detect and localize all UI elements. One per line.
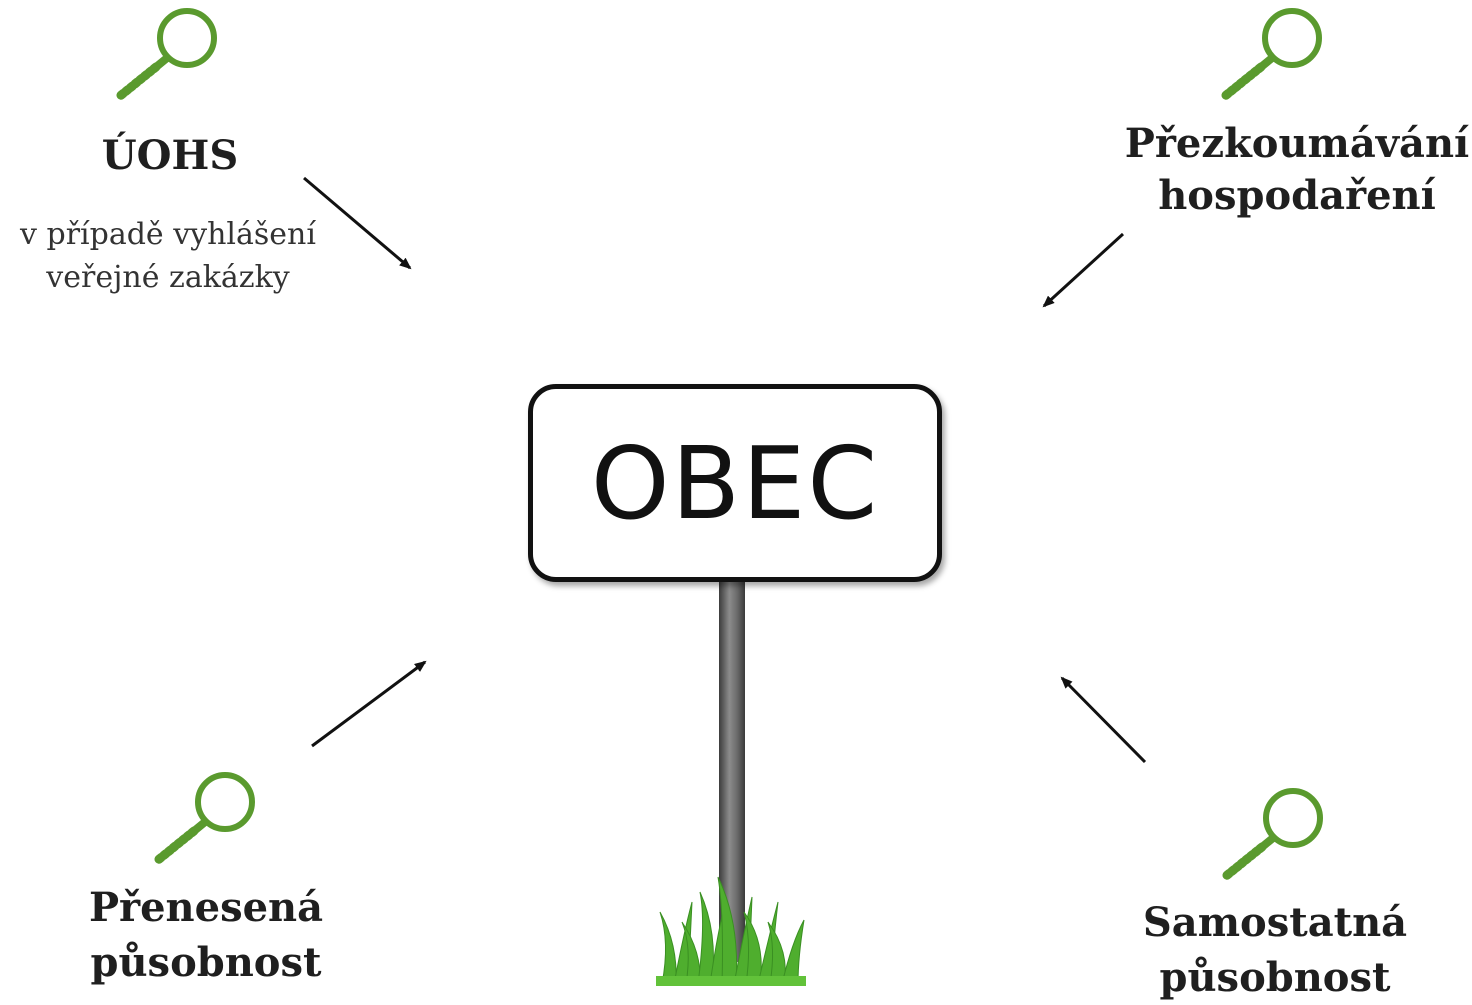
magnifier-icon-top-left — [115, 8, 217, 101]
title-prezkoumavani-line-2: hospodaření — [1158, 172, 1436, 219]
note-uohs-line-1: v případě vyhlášení — [20, 217, 316, 252]
sign-board: OBEC — [528, 384, 942, 582]
title-prezkoumavani: Přezkoumávání hospodaření — [1112, 118, 1472, 222]
title-uohs-text: ÚOHS — [101, 132, 239, 179]
magnifier-icon-bottom-right — [1221, 788, 1323, 881]
magnifier-icon-top-right — [1220, 8, 1322, 101]
arrow-top-right — [1042, 232, 1125, 308]
note-uohs: v případě vyhlášení veřejné zakázky — [0, 214, 336, 299]
magnifier-icon-bottom-left — [153, 772, 255, 865]
title-prenesena: Přenesená působnost — [56, 880, 356, 990]
arrow-bottom-left — [311, 660, 427, 748]
title-samostatna-line-2: působnost — [1159, 954, 1391, 1002]
title-prezkoumavani-line-1: Přezkoumávání — [1124, 120, 1470, 167]
title-prenesena-line-2: působnost — [90, 939, 322, 987]
title-uohs: ÚOHS — [70, 130, 270, 182]
sign-text: OBEC — [590, 424, 880, 542]
note-uohs-line-2: veřejné zakázky — [46, 259, 290, 295]
title-prenesena-line-1: Přenesená — [88, 884, 324, 931]
arrow-bottom-right — [1060, 676, 1147, 764]
title-samostatna: Samostatná působnost — [1120, 895, 1430, 1005]
grass-icon — [656, 876, 806, 986]
title-samostatna-line-1: Samostatná — [1142, 899, 1408, 946]
